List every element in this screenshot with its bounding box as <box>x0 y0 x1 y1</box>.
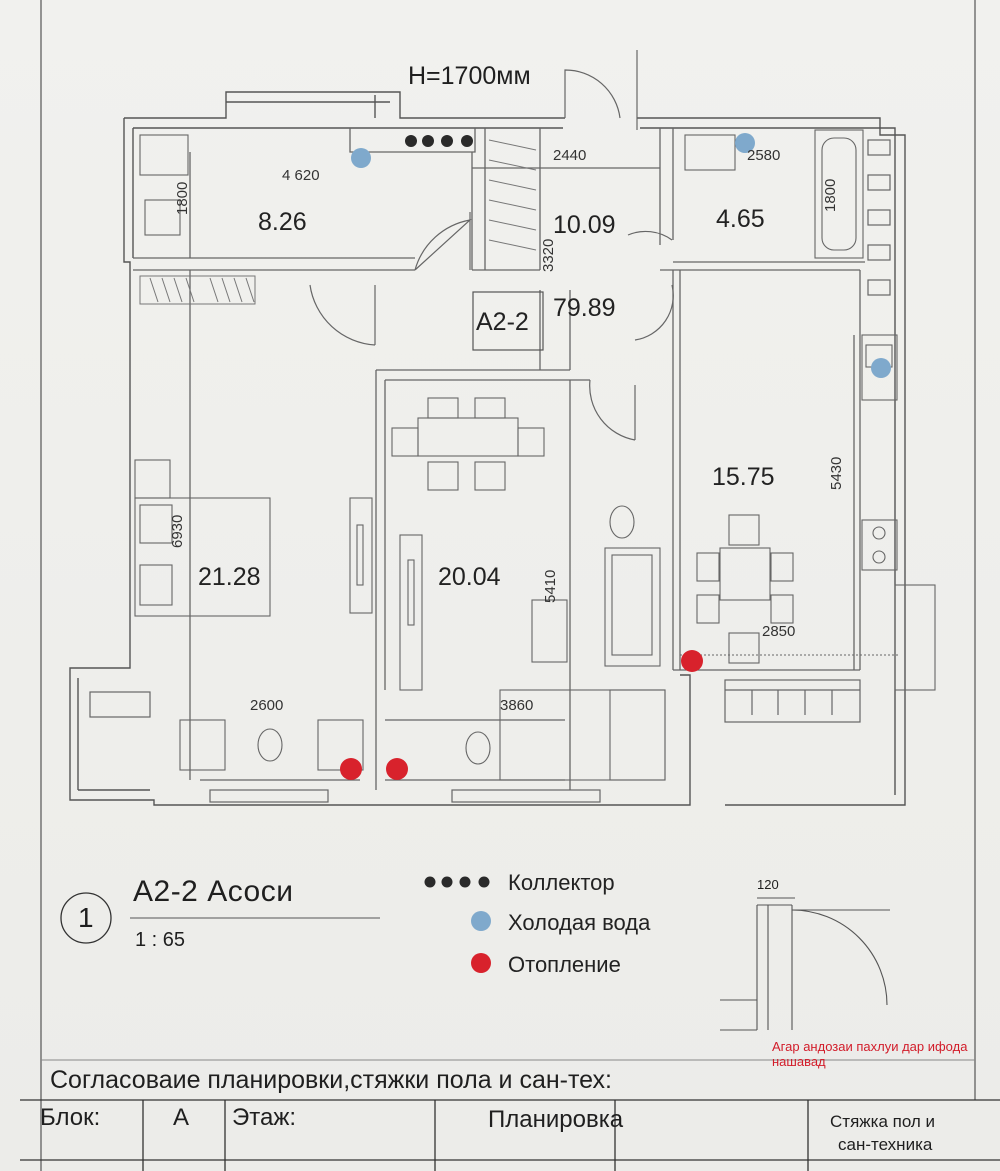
approval-heading: Согласоваие планировки,стяжки пола и сан… <box>50 1066 612 1094</box>
cold-water-dot <box>871 358 891 378</box>
heating-dot <box>386 758 408 780</box>
living-room-furniture <box>391 397 666 781</box>
legend-collector-dot <box>441 876 453 888</box>
block-value: А <box>173 1104 190 1131</box>
dimension-label: 2440 <box>553 147 587 164</box>
layout-label: Планировка <box>488 1106 624 1133</box>
closet-hatching <box>139 139 537 305</box>
kitchen-furniture <box>680 334 936 691</box>
detail-note: Агар андозаи пахлуи дар ифода нашавад <box>772 1039 968 1069</box>
dimension-label: 1800 <box>174 181 191 215</box>
drawing-number: 1 <box>78 902 94 933</box>
heating-markers <box>340 650 703 973</box>
dimension-label: 5430 <box>828 456 845 490</box>
room-area-living: 20.04 <box>438 563 501 591</box>
dimension-label: 6930 <box>169 514 186 548</box>
bathroom-fixtures <box>139 129 864 259</box>
dimension-label: 3320 <box>540 238 557 272</box>
unit-code: А2-2 <box>476 308 529 336</box>
legend-cold-water-dot <box>471 911 491 931</box>
collector-markers <box>405 135 490 888</box>
room-area-corridor: 10.09 <box>553 211 616 239</box>
drawing-title: А2-2 Асоси <box>133 875 294 908</box>
floor-label: Этаж: <box>232 1104 297 1131</box>
doors <box>309 50 674 441</box>
legend-cold-water-label: Холодая вода <box>508 910 651 935</box>
unit-total-area: 79.89 <box>553 294 616 322</box>
dimension-label: 2580 <box>747 147 781 164</box>
dimension-label: 4 620 <box>282 167 320 184</box>
room-area-kitchen: 15.75 <box>712 463 775 491</box>
cold-water-markers <box>351 133 891 931</box>
room-area-bathroom: 8.26 <box>258 208 307 236</box>
drawing-number-circle <box>60 892 112 944</box>
bedroom-furniture <box>134 459 373 771</box>
dimension-label: 5410 <box>542 569 559 603</box>
ceiling-height-note: H=1700мм <box>408 62 531 90</box>
outer-walls <box>69 91 906 806</box>
legend-collector-dot <box>459 876 471 888</box>
legend-heating-label: Отопление <box>508 952 621 977</box>
title-block-table <box>20 1099 1000 1171</box>
legend-heating-dot <box>471 953 491 973</box>
windows <box>89 139 891 803</box>
drawing-scale: 1 : 65 <box>135 929 186 951</box>
dimension-label: 1800 <box>822 178 839 212</box>
collector-dot <box>461 135 473 147</box>
detail-dimension: 120 <box>757 877 779 892</box>
unit-label-box <box>472 291 544 351</box>
dimension-label: 2850 <box>762 623 796 640</box>
room-area-toilet: 4.65 <box>716 205 765 233</box>
dimension-label: 3860 <box>500 697 534 714</box>
wall-detail <box>720 897 890 1031</box>
room-area-bedroom: 21.28 <box>198 563 261 591</box>
heating-dot <box>340 758 362 780</box>
cold-water-dot <box>735 133 755 153</box>
collector-dot <box>405 135 417 147</box>
heating-dot <box>681 650 703 672</box>
collector-dot <box>441 135 453 147</box>
dimension-label: 2600 <box>250 697 284 714</box>
interior-walls <box>133 128 865 790</box>
legend-collector-dot <box>478 876 490 888</box>
plumbing-label: сан-техника <box>838 1135 933 1154</box>
legend-collector-dot <box>424 876 436 888</box>
collector-dot <box>422 135 434 147</box>
legend-collector-label: Коллектор <box>508 870 615 895</box>
screed-label: Стяжка пол и <box>830 1112 936 1131</box>
block-label: Блок: <box>40 1104 101 1131</box>
cold-water-dot <box>351 148 371 168</box>
